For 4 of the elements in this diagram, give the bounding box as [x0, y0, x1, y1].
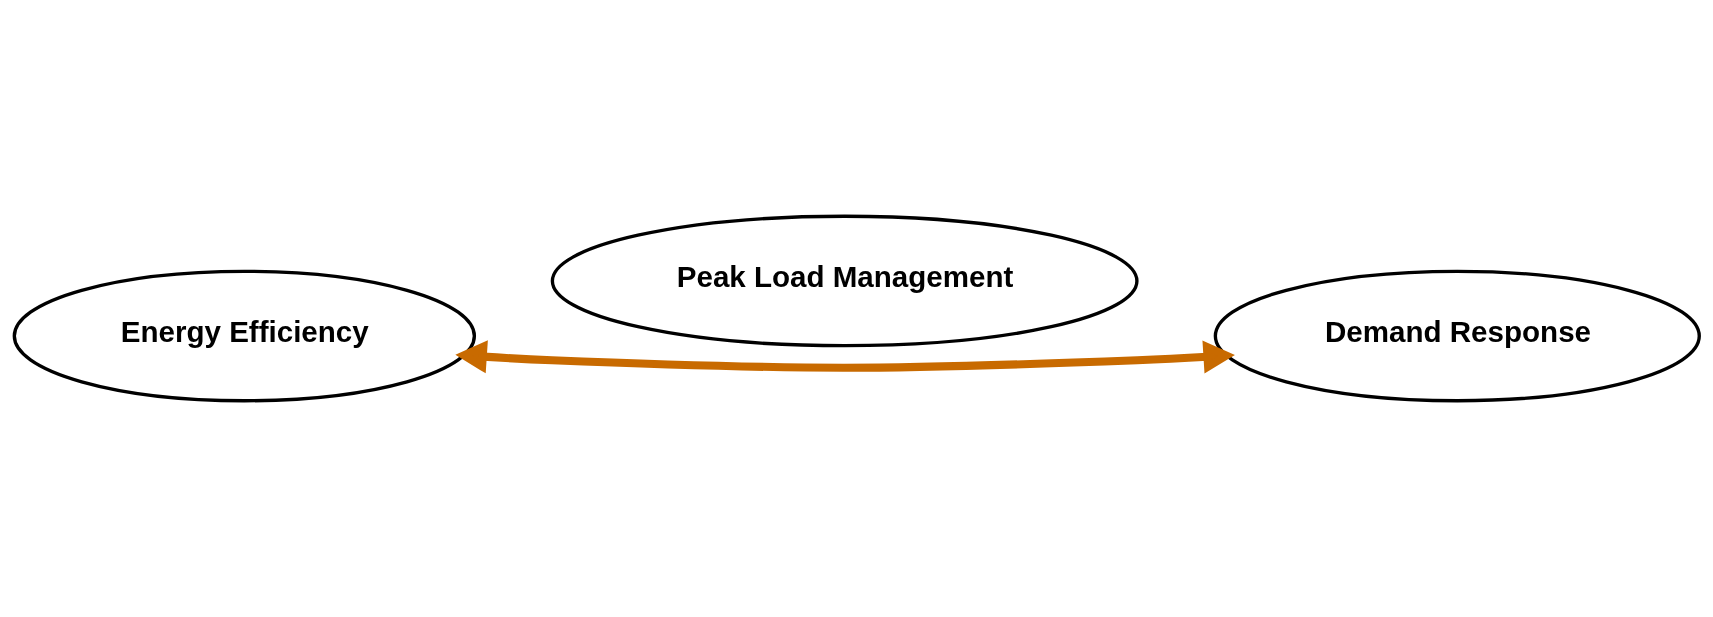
node-ellipse: Peak Load Management	[550, 214, 1139, 348]
node-ellipse: Energy Efficiency	[12, 269, 476, 403]
arrow	[454, 340, 1235, 374]
node-ellipse: Demand Response	[1213, 269, 1701, 403]
